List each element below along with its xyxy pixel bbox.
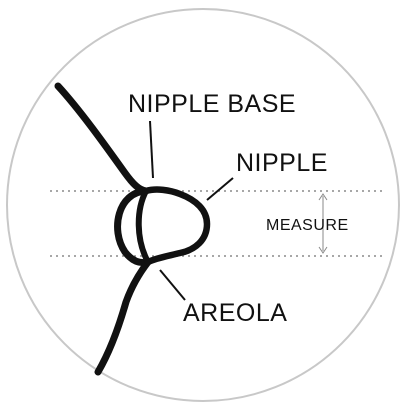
label-measure: MEASURE — [266, 217, 349, 234]
label-areola: AREOLA — [183, 299, 287, 327]
label-nipple: NIPPLE — [236, 149, 328, 177]
label-nipple-base: NIPPLE BASE — [128, 90, 296, 118]
